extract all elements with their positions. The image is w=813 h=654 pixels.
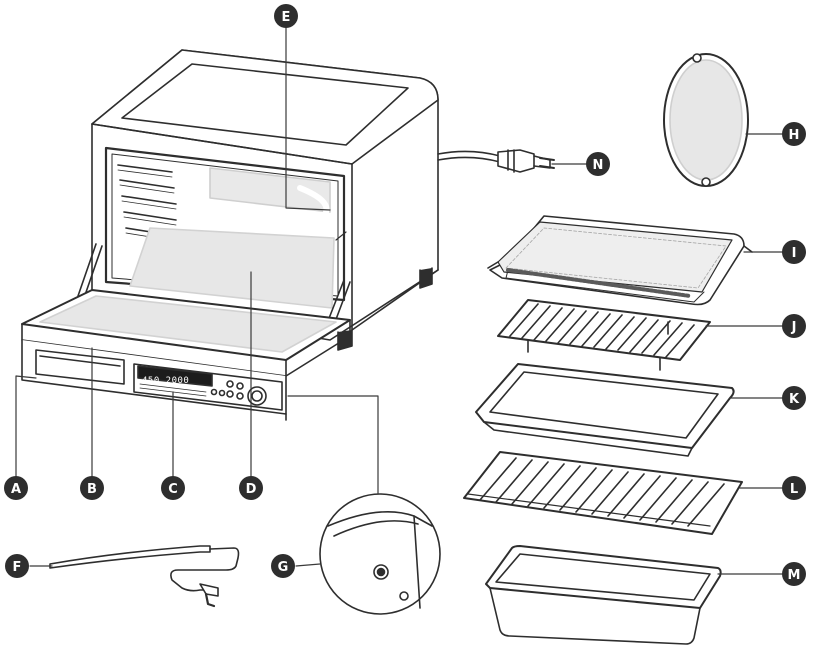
label-n: N: [586, 152, 610, 176]
label-j: J: [782, 314, 806, 338]
label-b: B: [80, 476, 104, 500]
label-m: M: [782, 562, 806, 586]
label-f: F: [5, 554, 29, 578]
label-d: D: [239, 476, 263, 500]
svg-text:J: J: [791, 320, 797, 335]
label-h: H: [782, 122, 806, 146]
label-l: L: [782, 476, 806, 500]
label-a: A: [4, 476, 28, 500]
svg-text:E: E: [282, 10, 291, 25]
svg-text:H: H: [789, 128, 800, 143]
svg-text:A: A: [11, 482, 21, 497]
label-k: K: [782, 386, 806, 410]
svg-text:F: F: [13, 560, 22, 575]
svg-text:C: C: [168, 482, 178, 497]
label-e: E: [274, 4, 298, 28]
roasting-pan: [486, 546, 721, 644]
label-g: G: [271, 554, 295, 578]
broil-rack: [464, 452, 742, 534]
svg-text:N: N: [593, 158, 604, 173]
svg-text:K: K: [789, 392, 800, 407]
svg-text:G: G: [278, 560, 289, 575]
power-cord: [438, 150, 554, 172]
label-i: I: [782, 240, 806, 264]
temperature-probe: [50, 546, 239, 606]
svg-text:D: D: [246, 482, 257, 497]
probe-jack-detail: [320, 494, 440, 614]
baking-pan: [476, 364, 734, 456]
svg-text:M: M: [788, 568, 801, 583]
svg-text:I: I: [792, 246, 797, 261]
air-fry-basket: [488, 216, 752, 305]
label-c: C: [161, 476, 185, 500]
splatter-guard: [664, 54, 748, 186]
wire-rack: [498, 300, 710, 370]
display-readout: 450 2000: [142, 376, 189, 386]
svg-text:B: B: [87, 482, 97, 497]
svg-text:L: L: [790, 482, 798, 497]
